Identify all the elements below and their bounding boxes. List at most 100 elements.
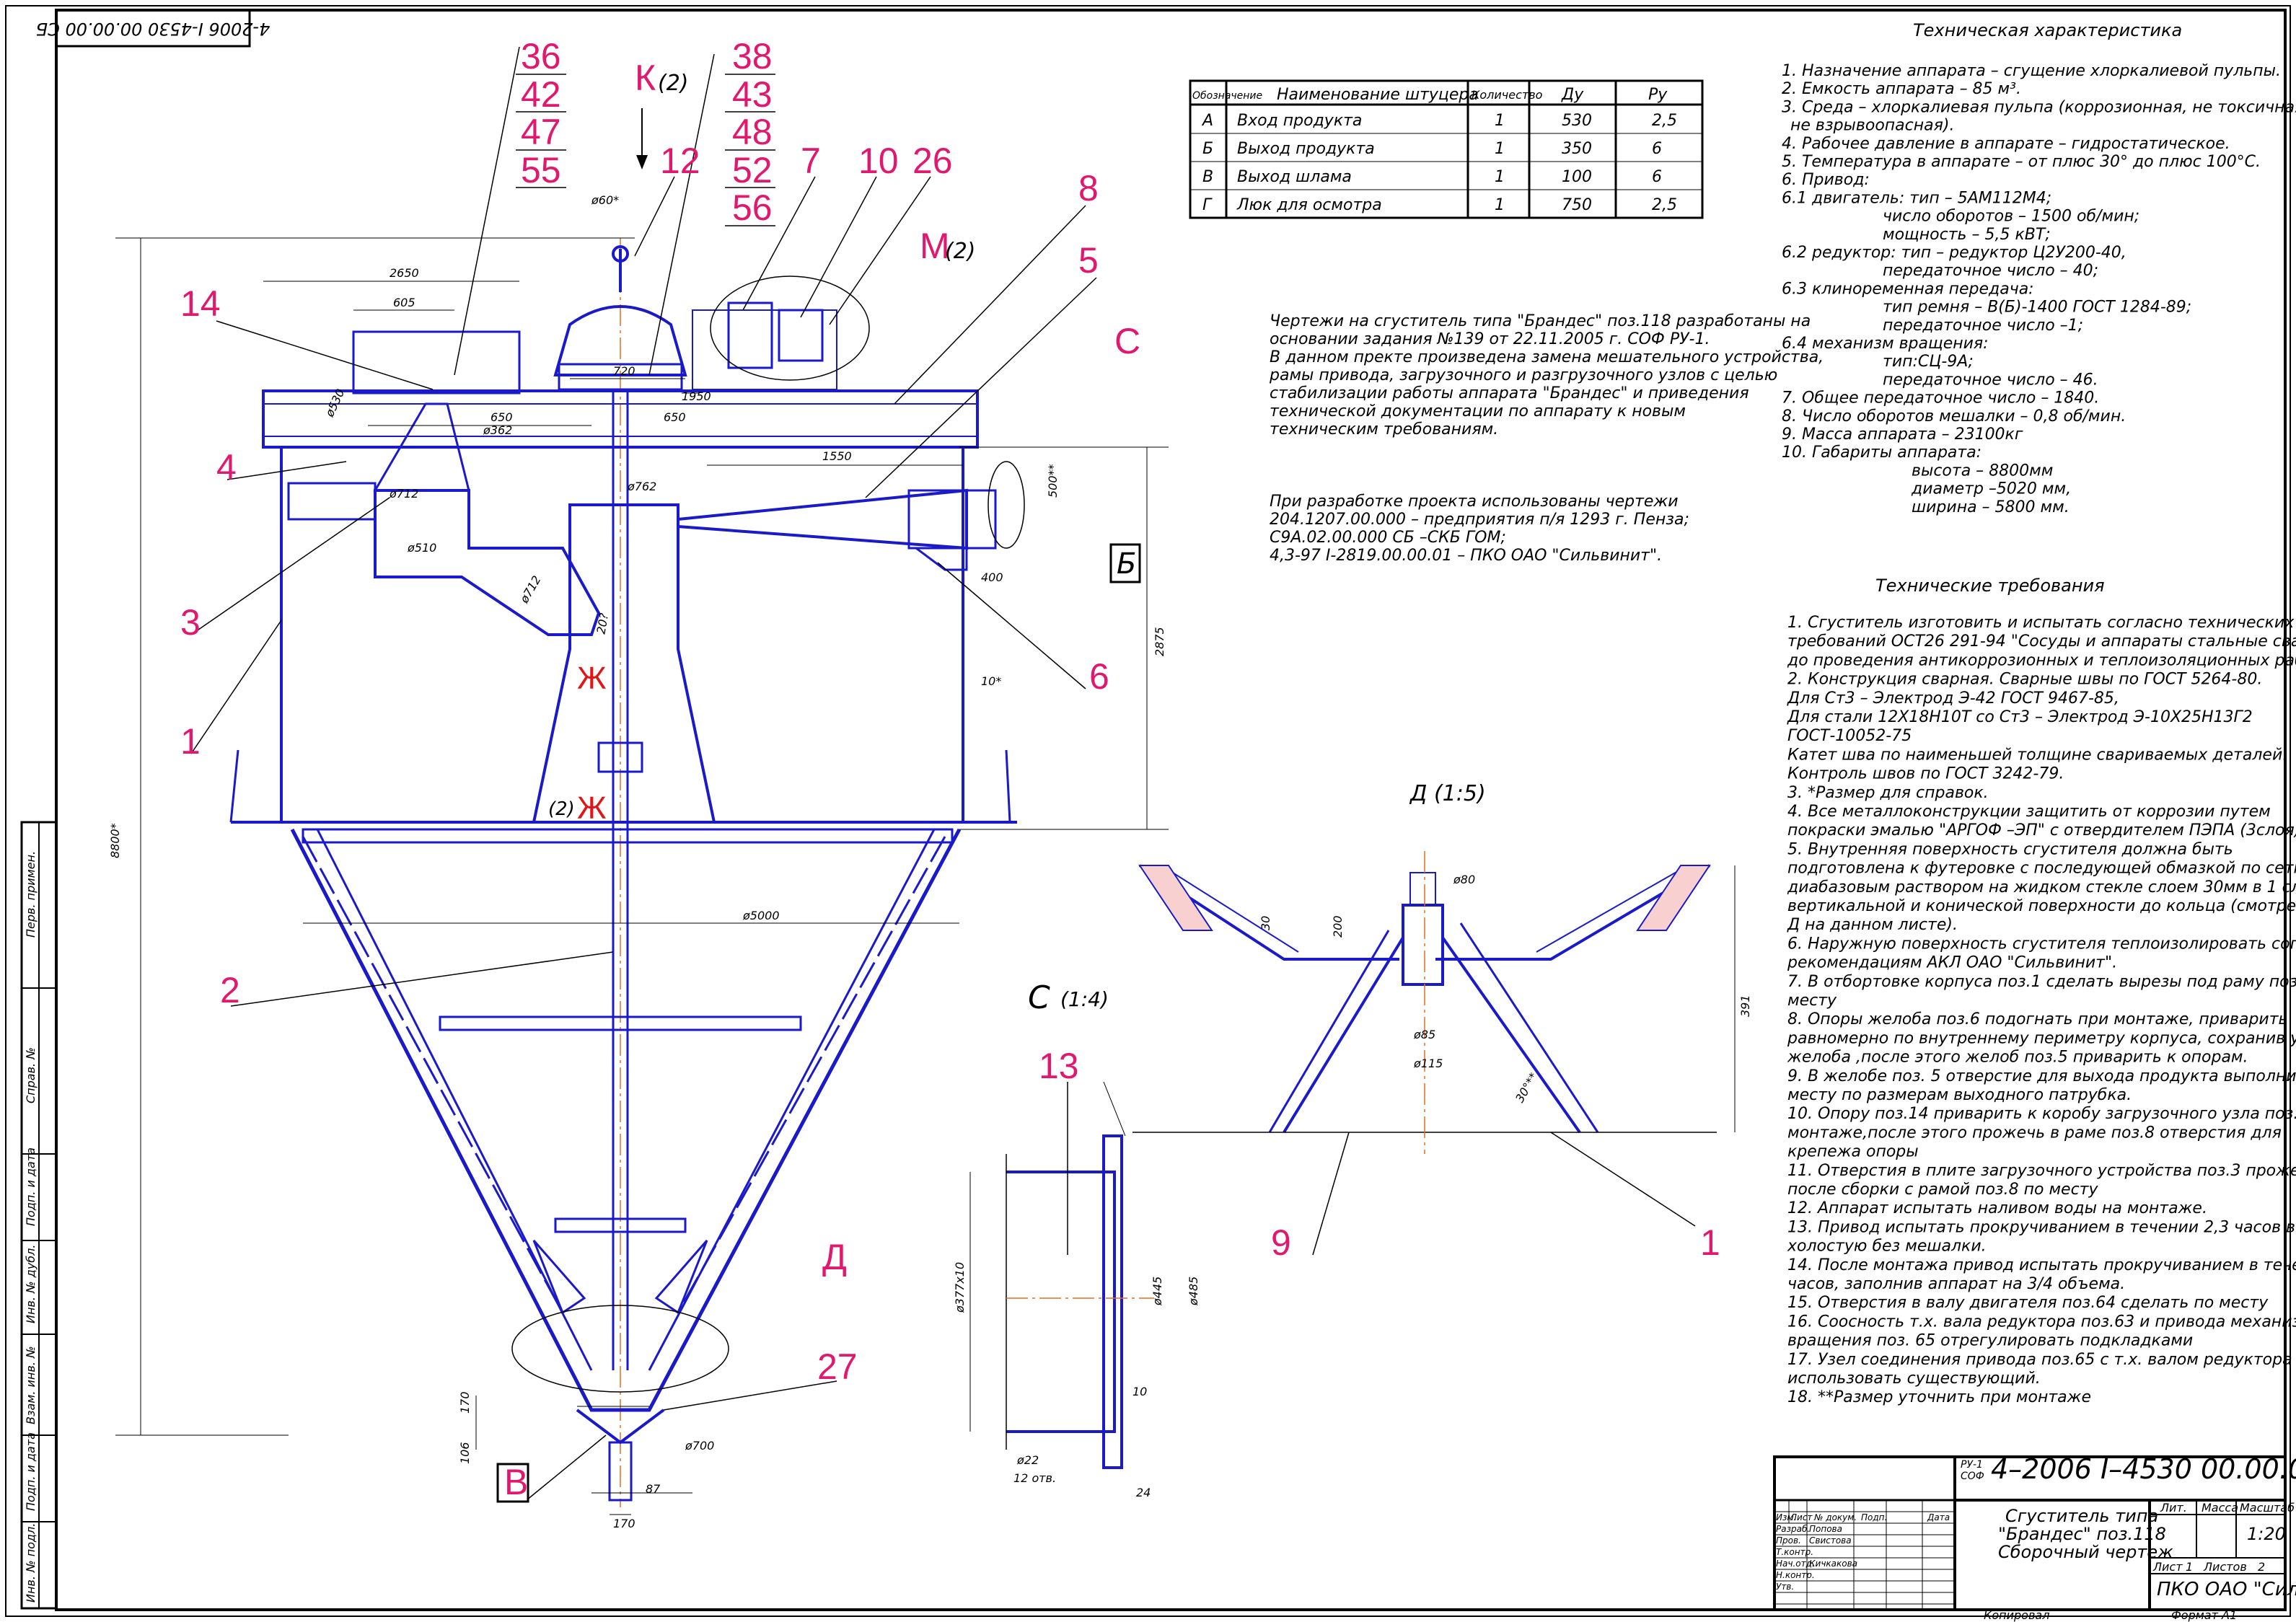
callout-14: 14 — [180, 283, 221, 324]
view-m-sheet: (2) — [945, 239, 976, 264]
nozzle-cell-2-2: 1 — [1495, 168, 1505, 186]
callout-26: 26 — [912, 141, 953, 181]
tb-person: Свистова — [1809, 1535, 1852, 1546]
nozzle-cell-3-2: 1 — [1495, 196, 1505, 214]
hub — [1402, 904, 1444, 986]
dim-207: 20? — [594, 612, 611, 635]
tech-req-line: 3. *Размер для справок. — [1787, 784, 1989, 802]
note-line: рамы привода, загрузочного и разгрузочно… — [1269, 366, 1777, 384]
dim-s-30: 30 — [1259, 916, 1272, 930]
tb-h-date: Дата — [1927, 1512, 1950, 1522]
tech-req-line: 17. Узел соединения привода поз.65 с т.х… — [1787, 1351, 2296, 1369]
tb-company: ПКО ОАО "Сильвинит" — [2157, 1579, 2296, 1600]
strip-label-4: Инв. № дубл. — [24, 1245, 38, 1323]
tech-char-line: 8. Число оборотов мешалки – 0,8 об/мин. — [1782, 407, 2126, 426]
tech-req-line: после сборки с рамой поз.8 по месту — [1787, 1181, 2098, 1199]
callout-42: 42 — [521, 74, 561, 115]
tb-scale: 1:20 — [2247, 1524, 2286, 1544]
notes-block: Чертежи на сгуститель типа "Брандес" поз… — [1269, 312, 1824, 438]
tb-mass: Масса — [2202, 1501, 2238, 1515]
dim-170b: 170 — [613, 1517, 635, 1530]
nozzle-cell-0-2: 1 — [1495, 112, 1505, 130]
tech-char-line: число оборотов – 1500 об/мин; — [1883, 208, 2139, 226]
note-line: технической документации по аппарату к н… — [1270, 402, 1686, 420]
view-d-mark: Д — [822, 1237, 847, 1277]
tb-name-2: "Брандес" поз.118 — [1998, 1524, 2166, 1544]
tb-scale-label: Масштаб — [2240, 1501, 2295, 1515]
dim-c-22: ø22 — [1016, 1453, 1039, 1467]
callout-12: 12 — [660, 141, 700, 181]
tech-char-line: 6.1 двигатель: тип – 5АМ112М4; — [1782, 189, 2051, 207]
launder — [677, 488, 968, 550]
section-c-scale: (1:4) — [1060, 987, 1109, 1011]
callout-38: 38 — [732, 36, 773, 76]
tech-req-line: Д на данном листе). — [1787, 916, 1958, 934]
dim-170a: 170 — [458, 1391, 472, 1414]
dim-c-24: 24 — [1136, 1486, 1151, 1499]
callout-7: 7 — [801, 141, 821, 181]
tb-person: Попова — [1809, 1524, 1842, 1534]
dim-s-30deg: 30°** — [1513, 1070, 1541, 1105]
callout-10: 10 — [858, 141, 899, 181]
th-name: Наименование штуцера — [1277, 86, 1479, 104]
nozzle-cell-1-1: Выход продукта — [1237, 140, 1375, 158]
main-assembly-view: ø60* 2650 605 720 1950 650 650 ø362 1550… — [108, 46, 1169, 1530]
strip-label-1: Перв. примен. — [24, 851, 38, 938]
tb-role: Утв. — [1776, 1582, 1794, 1592]
nozzle-cell-3-1: Люк для осмотра — [1236, 196, 1382, 214]
tech-req-line: 7. В отбортовке корпуса поз.1 сделать вы… — [1787, 973, 2296, 991]
nozzle-cell-2-0: В — [1202, 168, 1213, 186]
nozzle-table: Обозначение Наименование штуцера Количес… — [1189, 79, 1704, 219]
tech-char-line: 9. Масса аппарата – 23100кг — [1782, 426, 2023, 444]
rake-beam-2 — [439, 1015, 802, 1031]
nozzle-cell-0-1: Вход продукта — [1237, 112, 1362, 130]
note-line: стабилизации работы аппарата "Брандес" и… — [1270, 384, 1749, 402]
tb-sheet-label: Лист — [2152, 1560, 2183, 1574]
tech-char-title: Техническая характеристика — [1913, 20, 2182, 40]
nozzle-cell-3-4: 2,5 — [1652, 196, 1677, 214]
dim-650a: 650 — [491, 410, 513, 424]
dim-d700: ø700 — [685, 1439, 714, 1453]
view-m-label: М — [920, 226, 950, 266]
tech-req-line: подготовлена к футеровке с последующей о… — [1787, 860, 2296, 878]
section-c-view: С (1:4) ø377x10 ø445 ø485 10 ø22 12 отв.… — [953, 979, 1200, 1499]
section-d-view: Д (1:5) ø80 30 200 ø85 ø115 391 30°** 9 … — [1132, 781, 1752, 1263]
strip-label-5: Взам. инв. № — [24, 1346, 38, 1424]
tech-req-line: ГОСТ-10052-75 — [1787, 727, 1912, 745]
motor-assembly — [692, 309, 837, 390]
loading-box-top — [352, 330, 521, 395]
strip-label-6: Подп. и дата — [24, 1432, 38, 1511]
note2-line: 4,3-97 I-2819.00.00.01 – ПКО ОАО "Сильви… — [1270, 547, 1662, 565]
note-line: В данном пректе произведена замена мешат… — [1270, 348, 1824, 366]
section-d-title: Д (1:5) — [1409, 781, 1486, 806]
tech-req-line: вращения поз. 65 отрегулировать подкладк… — [1787, 1332, 2193, 1350]
tech-req-line: часов, заполнив аппарат на 3/4 объема. — [1787, 1275, 2125, 1293]
view-m-outline — [710, 276, 870, 381]
nozzle-cell-0-3: 530 — [1562, 112, 1592, 130]
tech-req-line: 18. **Размер уточнить при монтаже — [1787, 1388, 2091, 1406]
tech-req-line: 14. После монтажа привод испытать прокру… — [1787, 1256, 2296, 1274]
gearbox-housing — [553, 305, 687, 376]
tb-role: Разраб. — [1776, 1524, 1810, 1534]
view-k-sheet: (2) — [658, 71, 689, 96]
dim-d362: ø362 — [483, 423, 512, 437]
nozzle-cell-1-2: 1 — [1495, 140, 1505, 158]
dim-d5000: ø5000 — [742, 909, 780, 922]
dim-720: 720 — [613, 364, 635, 378]
tech-req-line: использовать существующий. — [1787, 1370, 2041, 1388]
dim-s-d85: ø85 — [1413, 1028, 1435, 1041]
dim-106: 106 — [458, 1442, 472, 1464]
note2-line: При разработке проекта использованы черт… — [1270, 493, 1679, 511]
tech-req-line: равномерно по внутреннему периметру корп… — [1787, 1029, 2296, 1047]
tb-sheets-label: Листов — [2203, 1560, 2247, 1574]
dim-d510: ø510 — [407, 541, 436, 555]
tech-char-line: передаточное число – 40; — [1883, 262, 2098, 280]
tech-req-line: 11. Отверстия в плите загрузочного устро… — [1787, 1162, 2296, 1180]
tb-designation: 4–2006 I–4530 00.00.00 СБ — [1991, 1453, 2296, 1485]
rake-beam-1 — [302, 828, 954, 844]
nozzle-cell-3-0: Г — [1202, 196, 1213, 214]
tb-h-izm: Изм. — [1776, 1512, 1796, 1522]
callout-6: 6 — [1089, 656, 1109, 697]
dim-605: 605 — [393, 296, 415, 309]
